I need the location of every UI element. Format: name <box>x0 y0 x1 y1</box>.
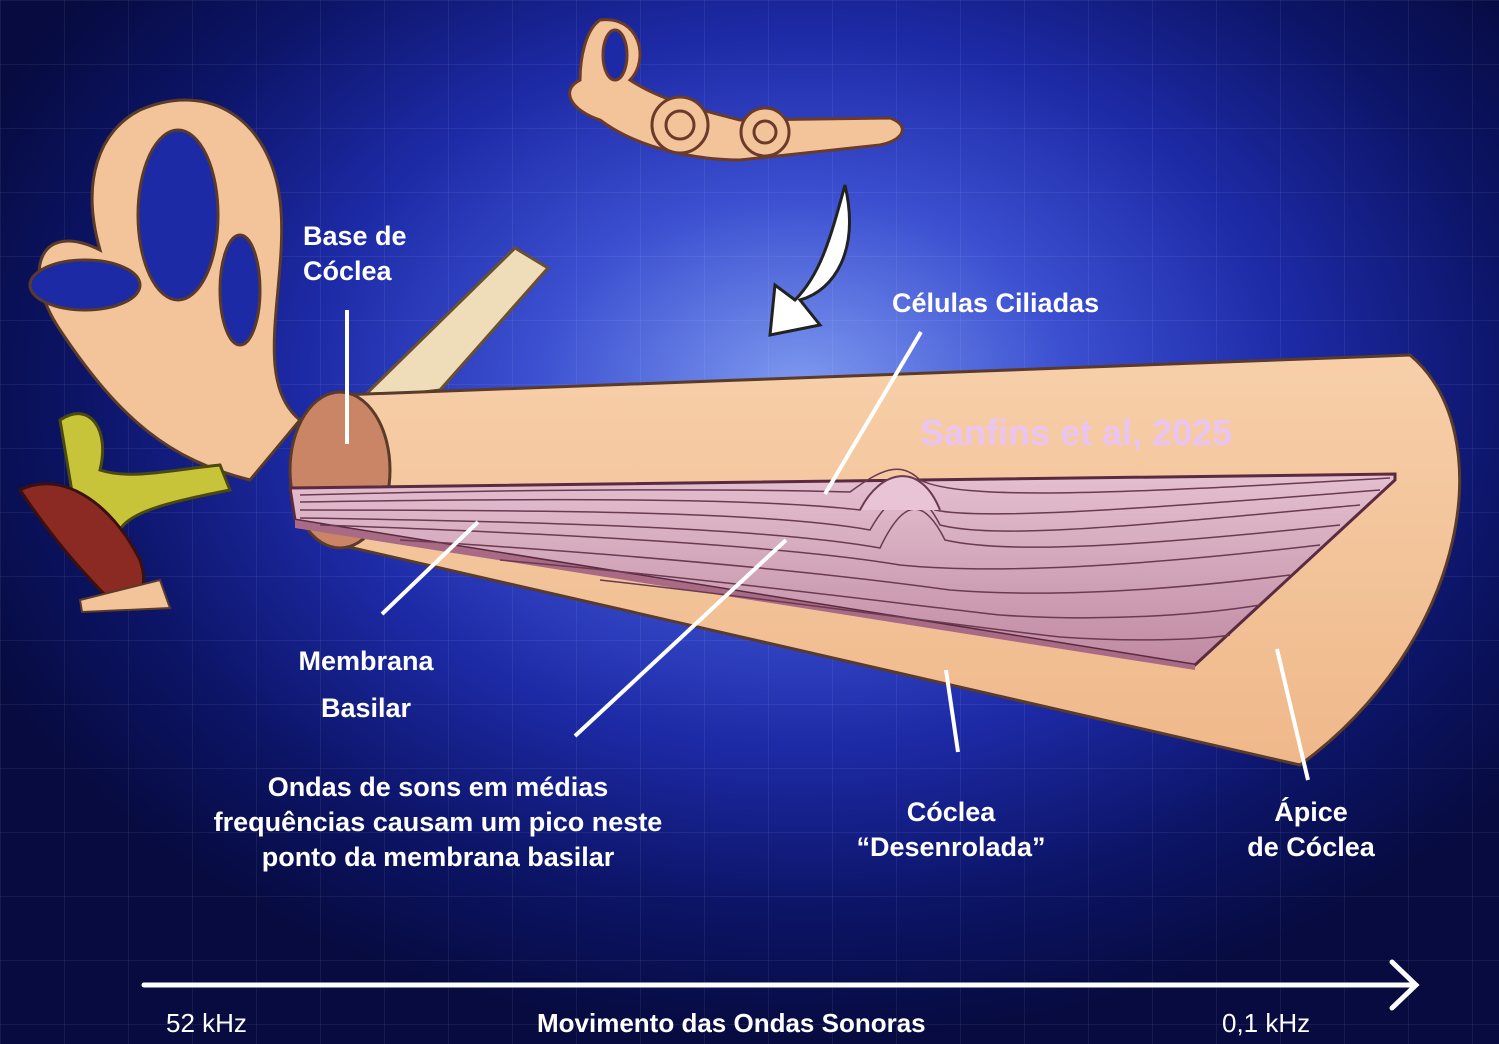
uncoiled-label-line2: “Desenrolada” <box>830 830 1072 865</box>
apex-label-line1: Ápice <box>1230 795 1392 830</box>
uncoiled-label-line1: Cóclea <box>830 795 1072 830</box>
uncoiled-cochlea-label: Cóclea “Desenrolada” <box>830 795 1072 865</box>
apex-label-line2: de Cóclea <box>1230 830 1392 865</box>
base-label-line1: Base de <box>303 219 407 254</box>
waves-label-line3: ponto da membrana basilar <box>160 840 716 875</box>
membrane-label-line2: Basilar <box>280 685 452 732</box>
axis-right-frequency: 0,1 kHz <box>1222 1008 1310 1039</box>
waves-label: Ondas de sons em médias frequências caus… <box>160 770 716 875</box>
apex-label: Ápice de Cóclea <box>1230 795 1392 865</box>
credit-watermark: Sanfins et al, 2025 <box>920 412 1232 454</box>
base-label-line2: Cóclea <box>303 254 407 289</box>
membrane-label: Membrana Basilar <box>280 638 452 732</box>
axis-title: Movimento das Ondas Sonoras <box>537 1008 926 1039</box>
axis-left-frequency: 52 kHz <box>166 1008 247 1039</box>
waves-label-line1: Ondas de sons em médias <box>160 770 716 805</box>
waves-label-line2: frequências causam um pico neste <box>160 805 716 840</box>
membrane-label-line1: Membrana <box>280 638 452 685</box>
frequency-axis-arrow <box>144 962 1416 1008</box>
base-label: Base de Cóclea <box>303 219 407 289</box>
coiled-cochlea-icon <box>570 20 903 160</box>
curved-arrow-icon <box>770 185 849 335</box>
hair-cells-label: Células Ciliadas <box>892 286 1099 321</box>
